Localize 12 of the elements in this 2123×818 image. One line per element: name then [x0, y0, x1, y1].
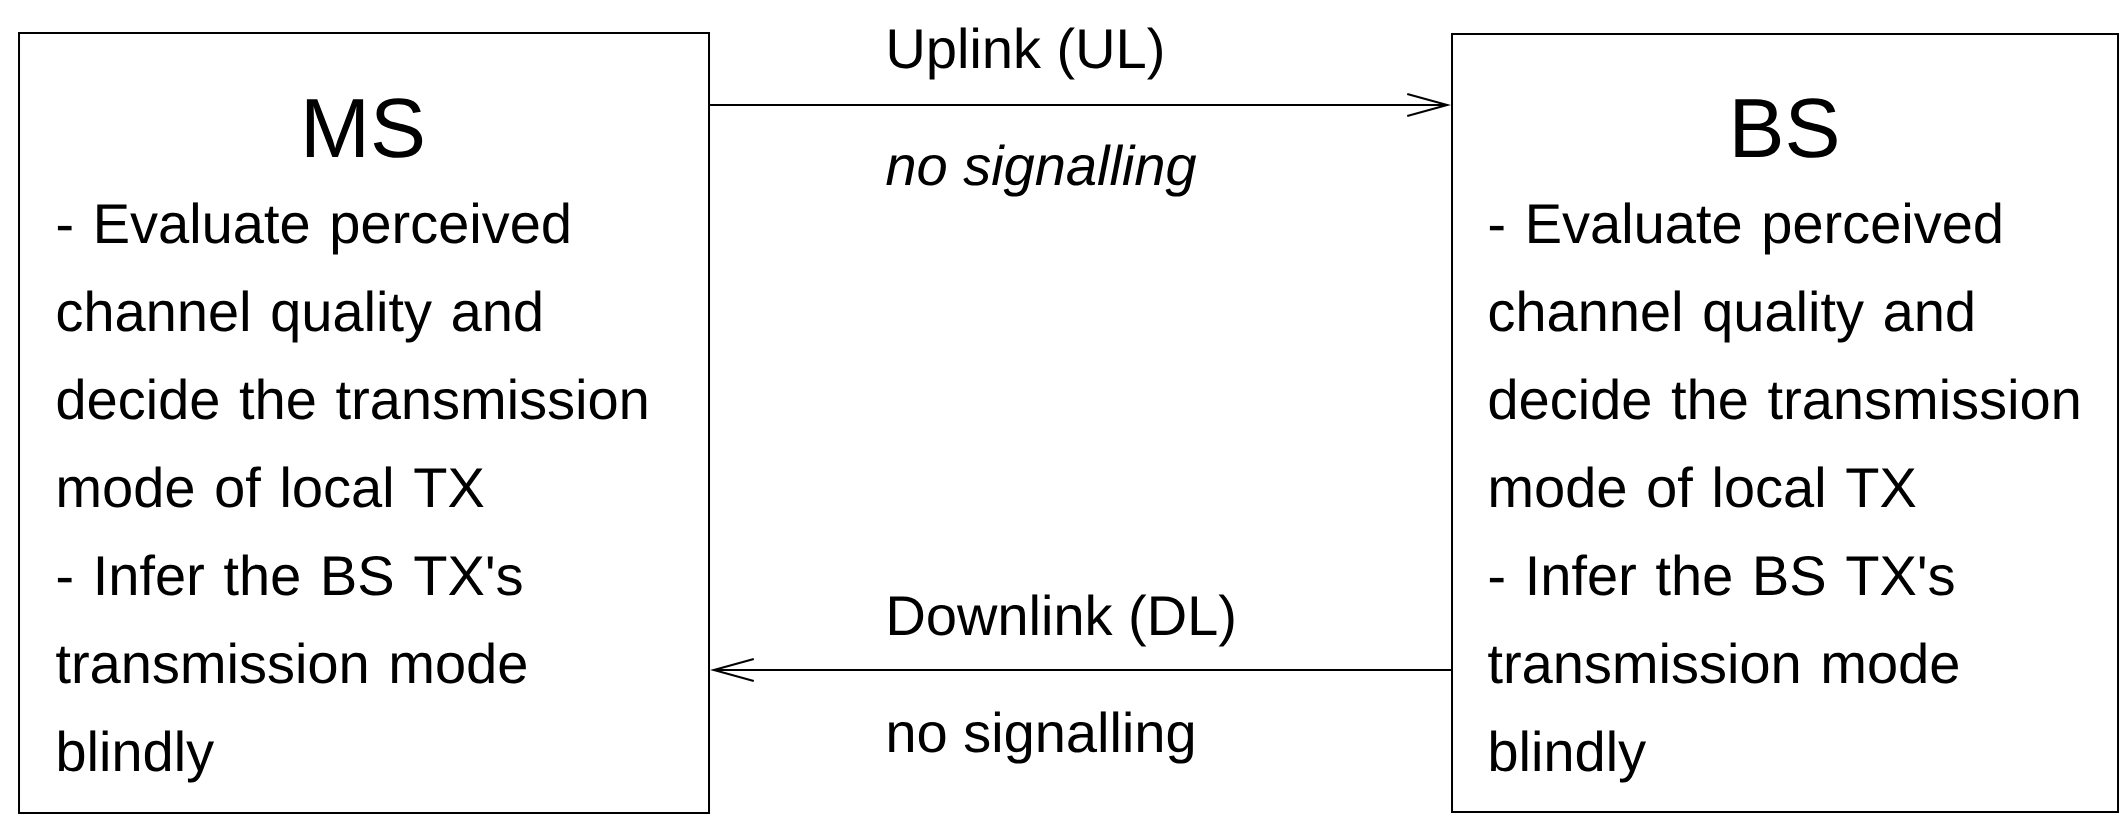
box-text: - Infer the BS TX's transmission mode blindly — [1488, 554, 1958, 783]
edge-label: Downlink (DL) — [890, 594, 1234, 647]
edge-label: Uplink (UL) — [889, 27, 1162, 80]
box-title: MS — [306, 98, 423, 158]
arrow — [710, 658, 1452, 682]
box-text: - Infer the BS TX's transmission mode blindly — [56, 554, 526, 783]
box-text: - Evaluate perceived channel quality and decide the transmission mode of local TX — [57, 202, 647, 508]
signal-note: no signalling — [889, 711, 1193, 764]
arrow — [709, 93, 1452, 117]
signal-note: no signalling — [886, 144, 1197, 197]
box-title: BS — [1735, 98, 1837, 158]
box-text: - Evaluate perceived channel quality and decide the transmission mode of local TX — [1489, 202, 2079, 508]
